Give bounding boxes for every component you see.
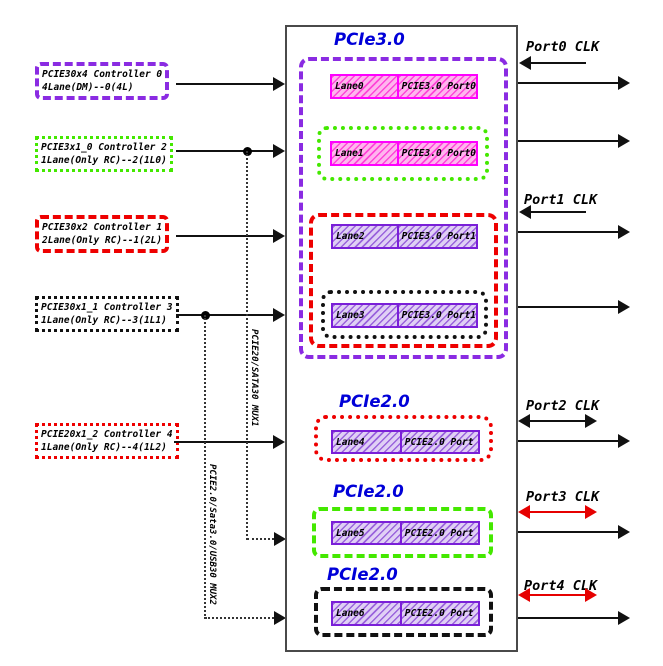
controller-2-arrow [176, 144, 285, 158]
port0-clk-arrow [519, 56, 586, 70]
controller-0-line1: PCIE30x4 Controller 0 [42, 69, 163, 80]
controller-box-4: PCIE20x1_2 Controller 4 1Lane(Only RC)--… [35, 423, 179, 459]
port0-clk-label: Port0 CLK [526, 39, 600, 55]
lane3-group-box [321, 290, 488, 339]
controller-box-0: PCIE30x4 Controller 0 4Lane(DM)--0(4L) [35, 62, 170, 100]
controller-3-arrow [176, 308, 285, 322]
controller-box-2: PCIE3x1_0 Controller 2 1Lane(Only RC)--2… [35, 136, 173, 172]
lane5-section-box [312, 507, 493, 558]
pcie30-group-box [299, 57, 508, 359]
lane5-out-arrow [518, 525, 630, 539]
port2-clk-arrow [518, 414, 597, 428]
port4-clk-arrow [518, 588, 597, 602]
port3-clk-arrow [518, 505, 597, 519]
port1-group-box [309, 213, 498, 348]
lane2-row: Lane2 PCIE3.0 Port1 [331, 224, 478, 249]
port2-clk-label: Port2 CLK [526, 398, 600, 414]
lane3-name: Lane3 [333, 305, 399, 326]
controller-4-arrow [174, 435, 285, 449]
lane0-port: PCIE3.0 Port0 [398, 76, 476, 97]
mux2-label: PCIE2.0/Sata3.0/USB30 MUX2 [207, 464, 217, 605]
lane3-out-arrow [518, 300, 630, 314]
lane2-port: PCIE3.0 Port1 [398, 226, 476, 247]
lane1-name: Lane1 [332, 143, 399, 164]
section-title-pcie30: PCIe3.0 [334, 30, 405, 49]
controller-2-line2: 1Lane(Only RC)--2(1L0) [41, 155, 167, 166]
lane1-port: PCIE3.0 Port0 [398, 143, 476, 164]
lane1-out-arrow [518, 134, 630, 148]
lane6-name: Lane6 [333, 603, 402, 624]
mux1-vertical-line [246, 151, 248, 540]
port1-clk-label: Port1 CLK [524, 192, 598, 208]
controller-2-line1: PCIE3x1_0 Controller 2 [41, 142, 167, 153]
lane4-section-box [314, 415, 493, 462]
mux1-label: PCIE20/SATA30 MUX1 [249, 329, 259, 427]
lane5-name: Lane5 [333, 523, 402, 543]
lane3-port: PCIE3.0 Port1 [398, 305, 476, 326]
controller-0-arrow [176, 77, 285, 91]
controller-1-line2: 2Lane(Only RC)--1(2L) [42, 235, 163, 246]
controller-3-line2: 1Lane(Only RC)--3(1L1) [41, 315, 167, 326]
lane6-out-arrow [518, 611, 630, 625]
port3-clk-label: Port3 CLK [526, 489, 600, 505]
lane1-group-box [317, 126, 489, 181]
port1-clk-arrow [519, 205, 586, 219]
controller-1-arrow [176, 229, 285, 243]
port4-clk-label: Port4 CLK [524, 578, 598, 594]
controller-1-line1: PCIE30x2 Controller 1 [42, 222, 163, 233]
lane0-out-arrow [518, 76, 630, 90]
controller-box-1: PCIE30x2 Controller 1 2Lane(Only RC)--1(… [35, 215, 170, 253]
controller-4-line2: 1Lane(Only RC)--4(1L2) [41, 442, 167, 453]
controller-box-3: PCIE30x1_1 Controller 3 1Lane(Only RC)--… [35, 296, 179, 332]
lane6-row: Lane6 PCIE2.0 Port [331, 601, 480, 626]
section-title-pcie20-c: PCIe2.0 [327, 565, 398, 584]
lane6-port: PCIE2.0 Port [401, 603, 478, 624]
section-title-pcie20-b: PCIe2.0 [333, 482, 404, 501]
controller-4-line1: PCIE20x1_2 Controller 4 [41, 429, 173, 440]
mux2-vertical-line [204, 315, 206, 619]
lane4-port: PCIE2.0 Port [401, 432, 478, 452]
lane1-row: Lane1 PCIE3.0 Port0 [330, 141, 478, 166]
lane4-out-arrow [518, 434, 630, 448]
lane2-name: Lane2 [333, 226, 399, 247]
controller-3-line1: PCIE30x1_1 Controller 3 [41, 302, 173, 313]
lane0-name: Lane0 [332, 76, 399, 97]
controller-0-line2: 4Lane(DM)--0(4L) [42, 82, 134, 93]
mux2-arrow [205, 611, 286, 625]
lane5-row: Lane5 PCIE2.0 Port [331, 521, 480, 545]
mux1-arrow [247, 532, 286, 546]
section-title-pcie20-a: PCIe2.0 [339, 392, 410, 411]
lane0-row: Lane0 PCIE3.0 Port0 [330, 74, 478, 99]
lane4-row: Lane4 PCIE2.0 Port [331, 430, 480, 454]
lane4-name: Lane4 [333, 432, 402, 452]
lane5-port: PCIE2.0 Port [401, 523, 478, 543]
lane2-out-arrow [518, 225, 630, 239]
lane3-row: Lane3 PCIE3.0 Port1 [331, 303, 478, 328]
lane6-section-box [314, 587, 493, 637]
